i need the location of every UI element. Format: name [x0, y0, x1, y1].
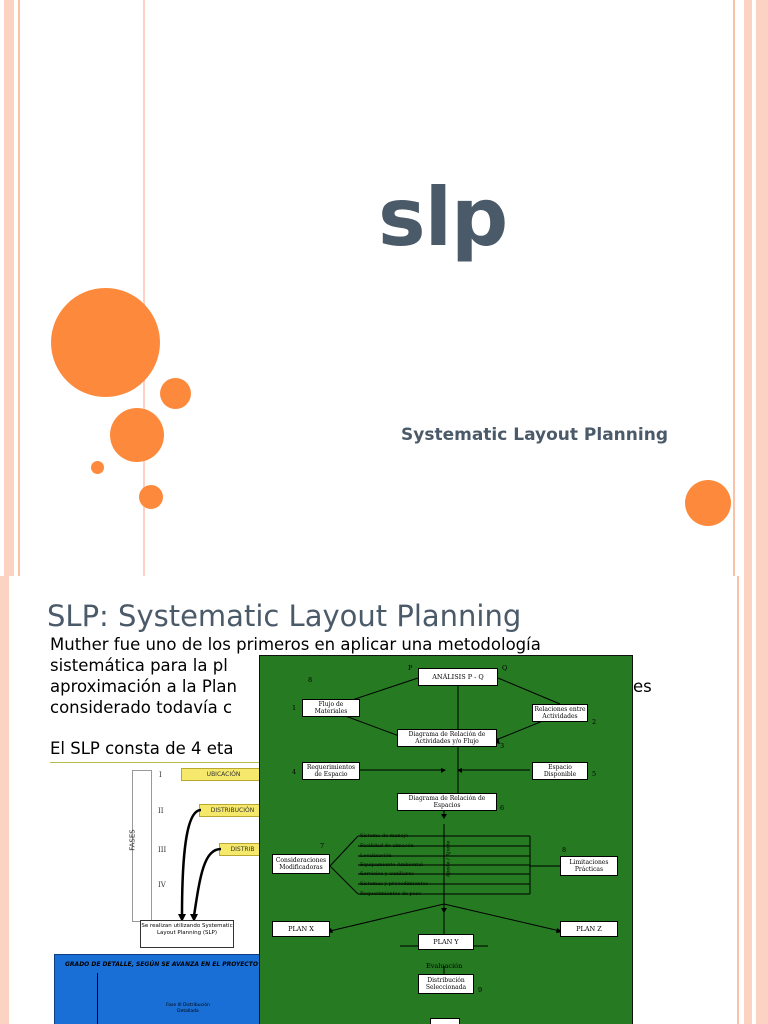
- phase-roman-4: IV: [158, 881, 166, 889]
- node-distribucion: Distribución Seleccionada: [418, 974, 474, 994]
- decor-circle-medium: [110, 408, 164, 462]
- consideration-4: Equipamiento Ambiental: [360, 862, 423, 868]
- left-stripe-line: [18, 0, 20, 576]
- node-espacio-disp: Espacio Disponible: [532, 762, 588, 780]
- right-stripe-c-lower: [756, 576, 768, 1024]
- step-num-4: 4: [292, 768, 297, 776]
- consideration-2: Facilidad de almacén: [360, 843, 414, 849]
- label-evaluacion: Evaluación: [426, 962, 463, 970]
- content-slide: SLP: Systematic Layout Planning Muther f…: [9, 576, 737, 1024]
- phase-roman-3: III: [158, 846, 167, 854]
- phase-roman-1: I: [159, 771, 162, 779]
- slide-title: slp: [378, 171, 508, 264]
- blue-figure-title: GRADO DE DETALLE, SEGÚN SE AVANZA EN EL …: [65, 961, 258, 968]
- node-req-espacio: Requerimientos de Espacio: [302, 762, 360, 780]
- decor-circle-right: [685, 480, 731, 526]
- node-plan-z: PLAN Z: [560, 921, 618, 937]
- consideration-6: Sistemas y procedimientos: [360, 881, 429, 887]
- node-diagrama-relacion: Diagrama de Relación de Actividades y/o …: [397, 729, 497, 747]
- node-consideraciones: Consideraciones Modificadoras: [272, 854, 330, 874]
- decor-circle-large: [51, 288, 160, 397]
- body-line-3-tail: es: [633, 677, 652, 696]
- left-stripe-lower: [0, 576, 9, 1024]
- node-diagrama-espacios: Diagrama de Relación de Espacios: [397, 793, 497, 811]
- body-line-3: aproximación a la Plan: [50, 677, 237, 696]
- consideration-3: Localización: [360, 853, 392, 859]
- node-final-stub: [430, 1018, 460, 1024]
- label-ajuste: Ajuste / Ajuste: [445, 840, 452, 878]
- slide-subtitle: Systematic Layout Planning: [401, 425, 668, 445]
- step-num-8a: 8: [308, 676, 313, 684]
- decor-circle-small-2: [139, 485, 163, 509]
- step-num-3: 3: [500, 742, 505, 750]
- node-relaciones: Relaciones entre Actividades: [532, 704, 588, 722]
- right-stripe-c: [756, 0, 768, 576]
- left-stripe-outer: [4, 0, 14, 576]
- stages-underline: [50, 762, 270, 763]
- blue-figure-axis: [97, 973, 98, 1024]
- phase-roman-2: II: [158, 807, 164, 815]
- blue-figure-inner: Fase III Distribución Detallada: [166, 1003, 210, 1014]
- slide2-heading: SLP: Systematic Layout Planning: [47, 599, 522, 633]
- node-plan-y: PLAN Y: [418, 934, 474, 950]
- right-stripe-a: [733, 0, 735, 576]
- decor-circle-small: [160, 378, 191, 409]
- right-stripe-a-lower: [737, 576, 739, 1024]
- label-p: P: [408, 664, 413, 672]
- body-line-1: Muther fue uno de los primeros en aplica…: [50, 635, 541, 654]
- right-stripe-b-lower: [744, 576, 752, 1024]
- consideration-5: Servicios y auxiliares: [360, 871, 414, 877]
- flowchart-connectors: [326, 677, 563, 976]
- node-plan-x: PLAN X: [272, 921, 330, 937]
- left-stripe-thin: [143, 0, 145, 576]
- label-q: Q: [502, 664, 508, 672]
- step-num-2: 2: [592, 718, 597, 726]
- decor-circle-dot: [91, 461, 104, 474]
- phases-footer-box: Se realizan utilizando Systematic Layout…: [140, 920, 234, 948]
- phases-figure: FASES I II III IV UBICACIÓN DISTRIBUCIÓN…: [124, 766, 266, 961]
- consideration-1: Sistema de manejo: [360, 833, 409, 839]
- title-slide: slp Systematic Layout Planning: [4, 0, 768, 576]
- phase-arrows: [178, 808, 222, 922]
- node-flujo: Flujo de Materiales: [302, 699, 360, 717]
- body-line-2: sistemática para la pl: [50, 656, 228, 675]
- stages-text: El SLP consta de 4 eta: [50, 739, 234, 758]
- body-line-4: considerado todavía c: [50, 698, 233, 717]
- step-num-8b: 8: [562, 846, 567, 854]
- step-num-5: 5: [592, 770, 597, 778]
- right-stripe-b: [744, 0, 752, 576]
- slp-flowchart: ANÁLISIS P - Q P Q Flujo de Materiales R…: [259, 655, 633, 1024]
- step-num-9: 9: [478, 986, 483, 994]
- consideration-7: Requerimientos de peso: [360, 891, 422, 897]
- step-num-6: 6: [500, 804, 505, 812]
- step-num-7: 7: [320, 842, 325, 850]
- node-analisis: ANÁLISIS P - Q: [418, 668, 498, 686]
- step-num-1: 1: [292, 704, 297, 712]
- node-limitaciones: Limitaciones Prácticas: [560, 856, 618, 876]
